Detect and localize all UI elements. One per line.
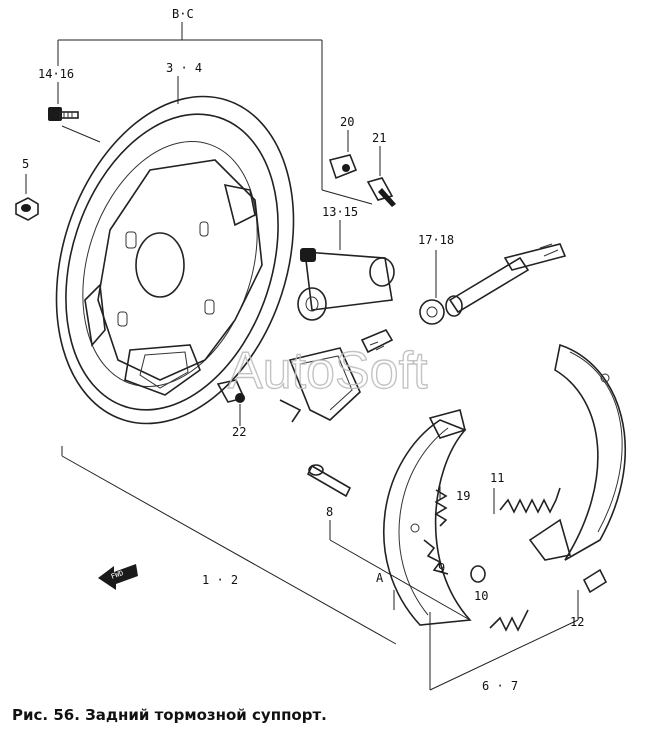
label-12: 12 [570,615,584,629]
label-10: 10 [474,589,488,603]
backing-plate [55,95,295,425]
label-14-16: 14·16 [38,67,74,81]
label-1-2: 1 · 2 [202,573,238,587]
wheel-cylinder-13-15 [297,248,395,321]
fwd-arrow-icon [98,564,138,590]
label-9: 9 [438,561,445,575]
spring-19 [434,489,448,527]
bleeder-screw-21 [366,177,396,207]
leader-lines [25,22,579,691]
parking-lever [279,328,394,423]
label-11: 11 [490,471,504,485]
nut-5 [15,197,39,221]
label-19: 19 [456,489,470,503]
figure-caption: Рис. 56. Задний тормозной суппорт. [12,706,327,724]
adjuster-17-18 [419,243,567,325]
bleeder-cap-20 [328,154,358,180]
screw-22 [216,379,246,403]
brake-shoe-right [528,343,627,561]
spring-12 [489,568,608,632]
label-3-4: 3 · 4 [166,61,202,75]
label-fwd: FWD [110,569,125,581]
label-21: 21 [372,131,386,145]
label-22: 22 [232,425,246,439]
label-13-15: 13·15 [322,205,358,219]
brake-shoe-left [382,409,472,626]
label-20: 20 [340,115,354,129]
label-5: 5 [22,157,29,171]
label-8: 8 [326,505,333,519]
label-17-18: 17·18 [418,233,454,247]
label-bc: B·C [172,7,194,21]
spring-11 [499,487,561,514]
watermark: AutoSoft [228,342,428,400]
bolt-14-16 [48,107,79,121]
spring-9 [423,539,486,583]
label-6-7: 6 · 7 [482,679,518,693]
pin-8 [306,464,352,498]
label-a: A [376,571,384,585]
